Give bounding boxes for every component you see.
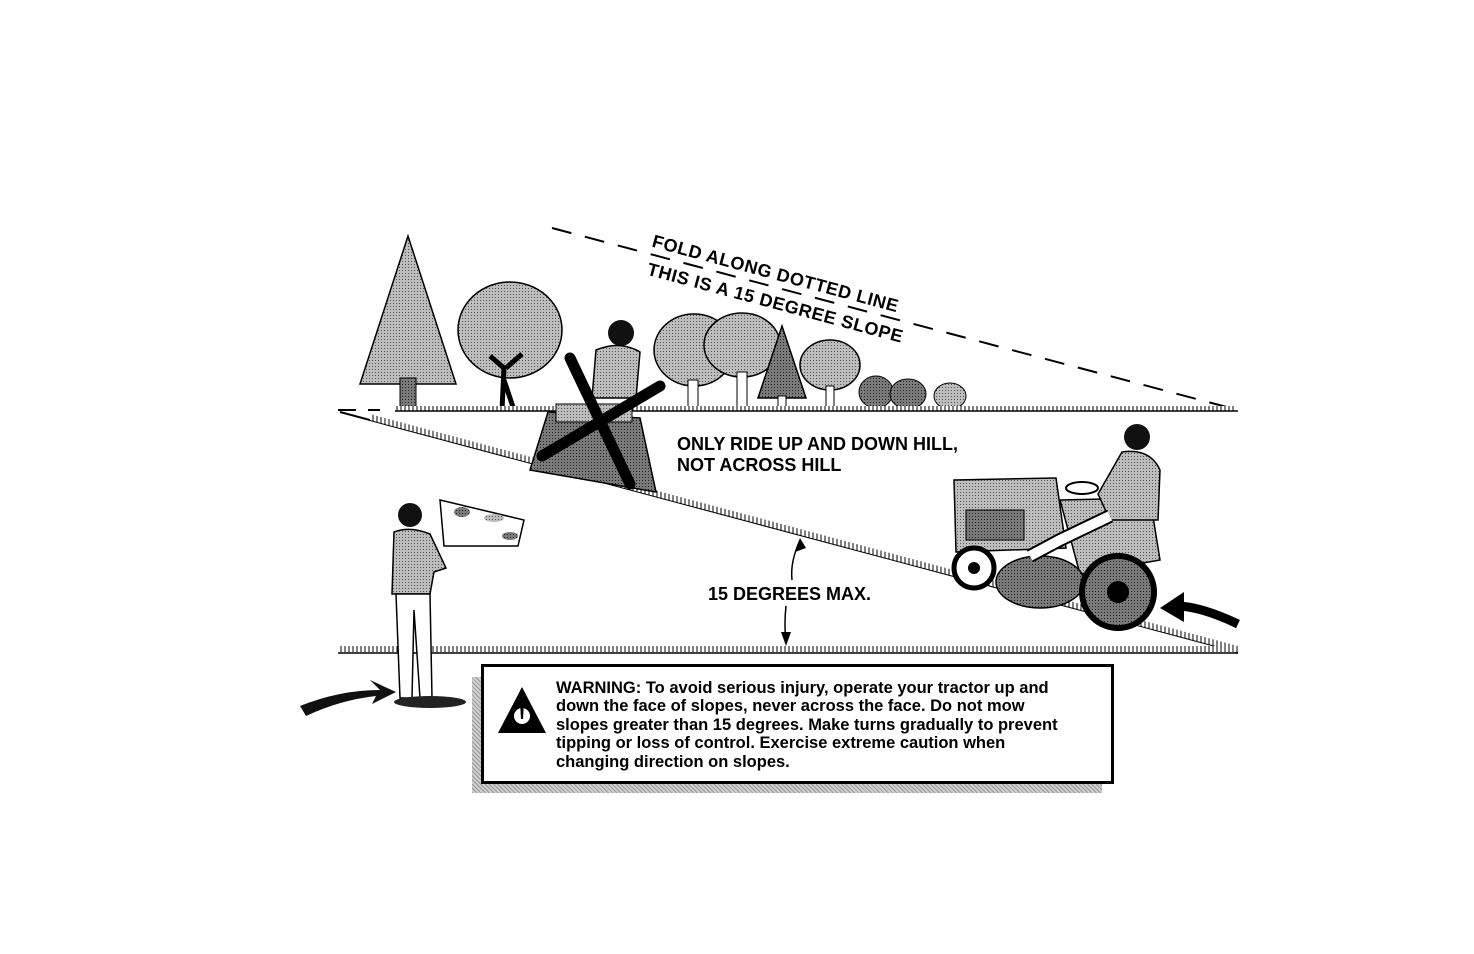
warning-triangle-icon	[498, 687, 546, 733]
person-holding-sheet	[300, 499, 525, 716]
tractor-across-hill-wrong	[529, 320, 666, 493]
fold-dotted-line	[338, 227, 1239, 411]
tractor-up-hill-correct	[951, 424, 1161, 631]
round-tree-4	[799, 339, 861, 411]
angle-arc-arrows	[781, 538, 806, 646]
warning-box: WARNING: To avoid serious injury, operat…	[481, 664, 1114, 784]
max-degrees-label: 15 DEGREES MAX.	[708, 584, 872, 604]
ride-direction-label: ONLY RIDE UP AND DOWN HILL, NOT ACROSS H…	[677, 434, 959, 475]
warning-text: WARNING: To avoid serious injury, operat…	[556, 679, 1058, 771]
round-tree-1	[457, 281, 563, 411]
upper-ground-line	[395, 406, 1238, 412]
pine-tree-small	[756, 323, 808, 411]
shrubs	[858, 375, 967, 410]
pine-tree-left	[358, 233, 458, 411]
background-trees	[358, 233, 967, 411]
lower-ground-line	[338, 646, 1238, 654]
up-hill-direction-arrow	[1160, 592, 1240, 629]
